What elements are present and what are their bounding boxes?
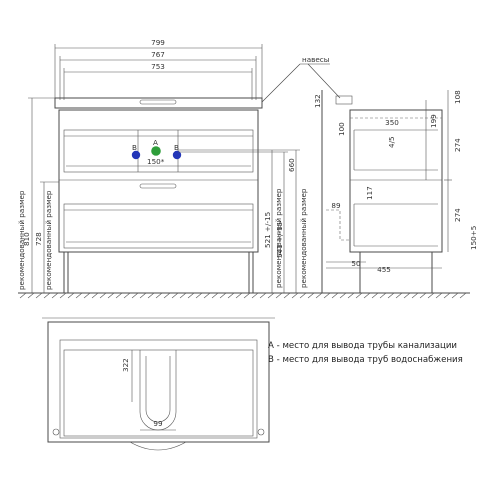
dim-199: 199 [429,114,438,128]
height-728-note: рекомендованный размер [44,190,53,290]
dim-150-5: 150+5 [469,226,478,250]
water-pipe-right-marker [172,150,182,160]
handle-front [129,441,187,451]
siphon [326,209,350,241]
side-cabinet [349,109,443,253]
dim-322: 322 [121,358,130,372]
hanger-callout: навесы [302,55,330,64]
drawer-handle [139,183,177,189]
floor-line [18,292,470,299]
dim-100: 100 [337,122,346,136]
width-767: 767 [151,50,165,59]
top-inner [59,339,258,439]
height-541: 541 +/-15 [275,222,284,258]
height-521: 521 +/-15 [263,212,272,248]
drain-pipe-marker [151,146,161,156]
dim-132: 132 [313,94,322,108]
pipe-label-b-right: B [174,143,179,152]
front-view: 799 767 753 B A B 150* [17,38,308,293]
dim-108: 108 [453,90,462,104]
height-521-note: рекомендованный размер [274,188,283,288]
dim-89: 89 [331,201,341,210]
dim-117: 117 [365,186,374,200]
pipe-label-b-left: B [132,143,137,152]
countertop [54,97,263,109]
legend-b: B - место для вывода труб водоснабжения [268,355,463,365]
dim-350: 350 [385,118,399,127]
height-660: 660 [287,158,296,172]
u-cutout [139,350,177,431]
top-view: 322 99 [42,317,275,451]
dim-4-5: 4/5 [387,136,396,148]
dim-50: 50 [351,259,361,268]
dim-274-bottom: 274 [453,208,462,222]
pipe-label-a: A [153,138,158,147]
height-810: 810 [22,232,31,246]
height-810-note: рекомендованный размер [17,190,26,290]
dim-274-top: 274 [453,138,462,152]
lower-drawer [63,203,254,249]
top-outline [47,321,270,443]
height-541-note: рекомендованный размер [299,188,308,288]
pipe-angle: 150* [147,157,165,166]
top-drawer [63,349,254,437]
dim-455: 455 [377,265,391,274]
height-728: 728 [34,232,43,246]
width-753: 753 [151,62,165,71]
cabinet-body [58,109,259,253]
legend-a: A - место для вывода трубы канализации [268,341,457,351]
upper-niche [63,129,254,173]
width-799: 799 [151,38,165,47]
hanger [335,95,353,105]
sink-handle [139,99,177,105]
dim-99: 99 [153,419,163,428]
side-view: навесы 132 100 350 199 108 4/5 274 89 11… [261,55,478,293]
water-pipe-left-marker [131,150,141,160]
